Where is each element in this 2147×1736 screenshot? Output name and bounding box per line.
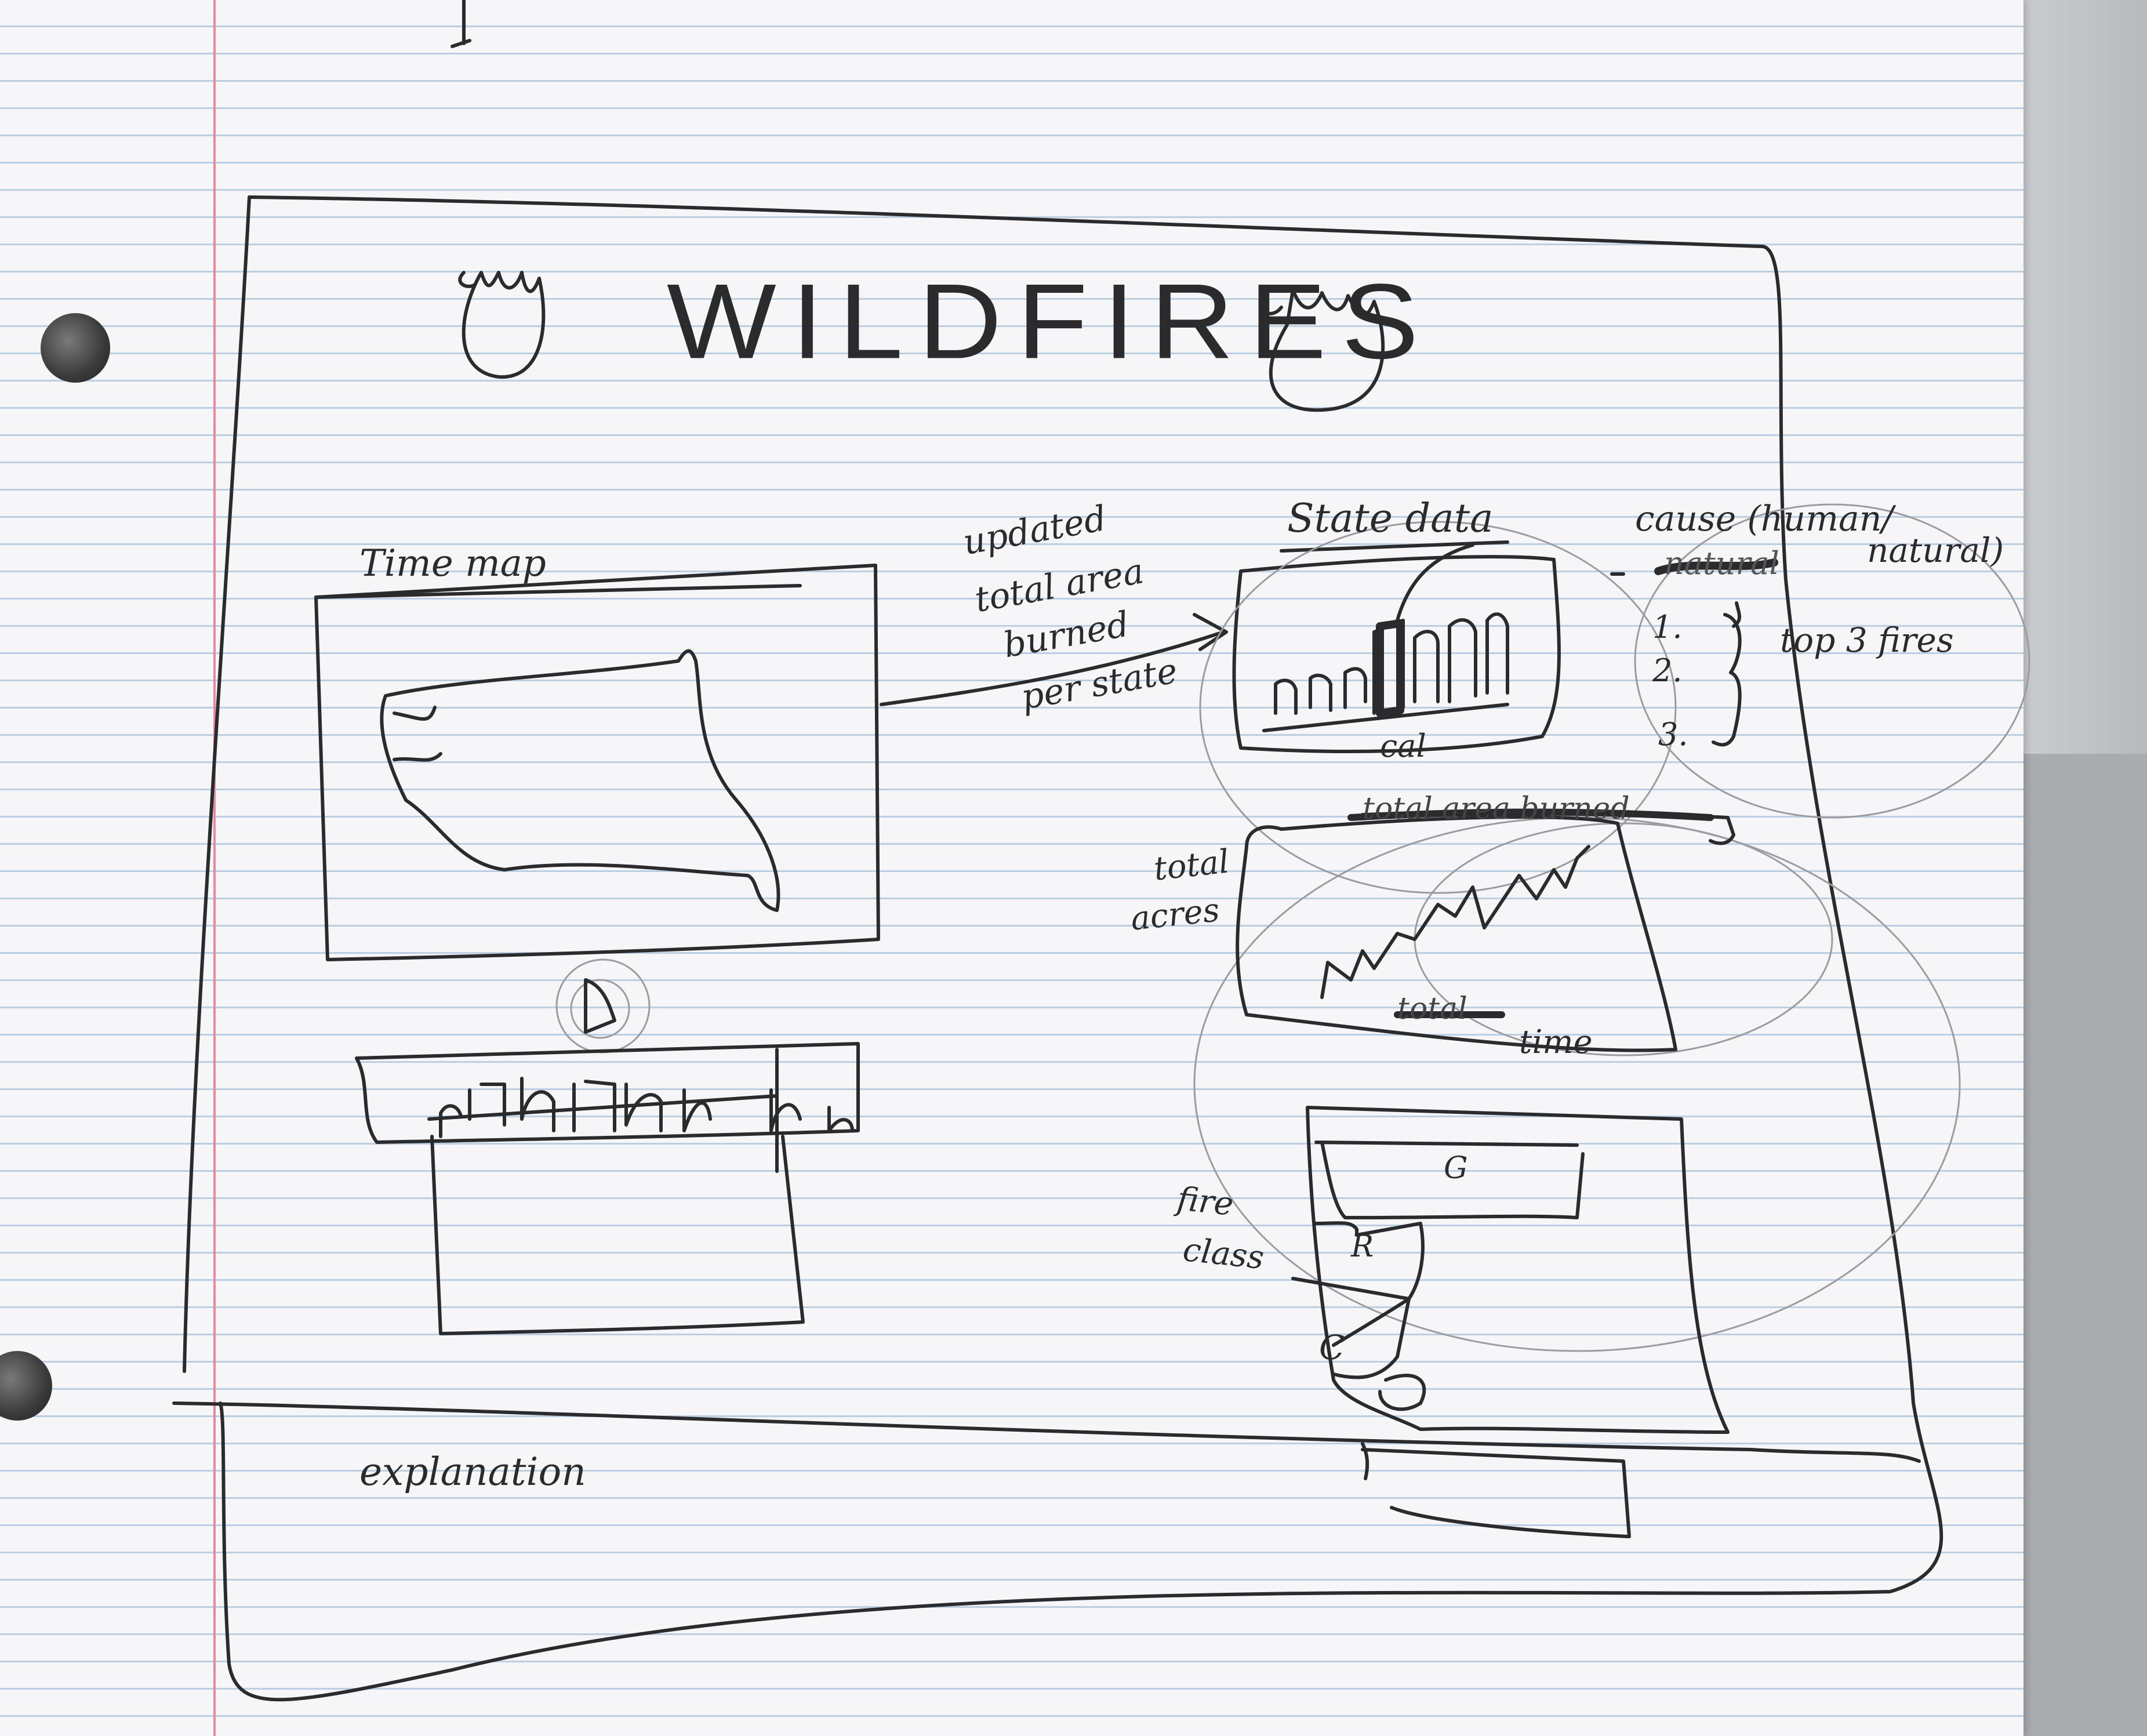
fire-class-connector <box>1291 1277 1411 1379</box>
bar-chart-tooltip-line <box>1396 543 1474 622</box>
state-data-underline <box>1280 540 1509 553</box>
timeline-handle[interactable] <box>427 1048 779 1173</box>
line-chart-series <box>1320 845 1590 999</box>
fire-class-letter-c: C <box>1319 1328 1345 1367</box>
bar-chart-axis <box>1262 703 1509 732</box>
stray-mark <box>451 0 471 48</box>
binder-hole <box>41 313 110 383</box>
state-data-label: State data <box>1287 496 1494 542</box>
top-fires-bracket <box>1712 613 1742 747</box>
top-fire-item-1: 1. <box>1652 609 1683 645</box>
bar-chart-axis-label: cal <box>1380 728 1426 764</box>
us-map-detail <box>393 706 442 762</box>
us-map-outline <box>380 649 780 912</box>
fire-class-letter-r: R <box>1351 1229 1374 1264</box>
time-map-label: Time map <box>359 542 546 585</box>
arrow-map-to-state <box>880 613 1228 706</box>
fire-class-bar-c <box>1378 1374 1426 1411</box>
cause-natural-label: natural) <box>1867 531 2004 570</box>
line-chart-title-strikethrough <box>1347 808 1714 821</box>
cause-strikethrough <box>1654 558 1778 575</box>
pencil-annotation <box>1414 822 1833 1056</box>
margin-line <box>213 0 216 1736</box>
timeline-bars <box>439 1077 854 1138</box>
fire-class-chart-frame <box>1306 1106 1730 1434</box>
explanation-panel <box>1361 1442 1631 1538</box>
flame-icon <box>458 271 546 379</box>
fire-class-label-1: fire <box>1175 1180 1236 1223</box>
flame-icon <box>1260 288 1385 412</box>
bar-chart-bars <box>1274 612 1509 715</box>
page-frame <box>219 195 1943 1702</box>
bar-chart-highlight-bar[interactable] <box>1376 619 1404 717</box>
line-chart-struck-title: total area burned <box>1363 791 1630 826</box>
line-chart-xlabel: time <box>1519 1023 1593 1061</box>
cause-label: cause (human/ <box>1635 499 1894 539</box>
state-bar-chart-frame <box>1232 555 1561 753</box>
line-chart-ylabel-1: total <box>1151 842 1231 888</box>
line-chart-struck-xlabel: total <box>1397 992 1467 1026</box>
map-title-underline <box>314 584 802 599</box>
top-fires-label: top 3 fires <box>1780 620 1954 660</box>
top-fire-item-3: 3. <box>1658 716 1688 753</box>
pencil-annotation <box>1193 816 1961 1352</box>
top-fire-item-2: 2. <box>1652 652 1683 689</box>
fire-class-bar-g <box>1314 1141 1585 1219</box>
explanation-label: explanation <box>359 1450 586 1494</box>
page-frame-left <box>183 195 251 1373</box>
fire-class-letter-g: G <box>1444 1151 1468 1186</box>
line-chart-frame <box>1236 815 1677 1052</box>
cause-struck-word: natural <box>1664 545 1779 582</box>
detail-panel <box>430 1135 805 1335</box>
fire-class-bar-r <box>1314 1221 1425 1301</box>
timeline-slider[interactable] <box>355 1042 860 1144</box>
page-title: WILDFIRES <box>667 262 1434 382</box>
pencil-annotation <box>1634 503 2030 819</box>
explanation-divider <box>172 1401 1921 1463</box>
map-frame <box>314 564 880 961</box>
play-button-icon[interactable] <box>555 958 651 1054</box>
pencil-annotation <box>1199 521 1677 894</box>
